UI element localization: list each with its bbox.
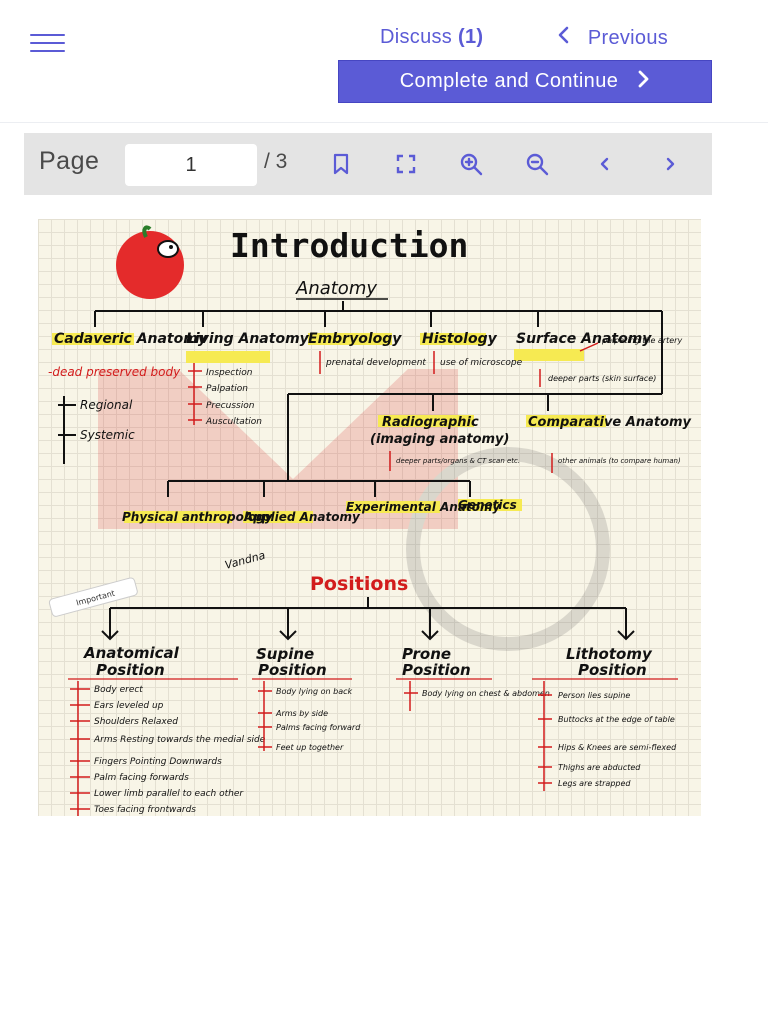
surface-note: deeper parts (skin surface): [548, 374, 656, 383]
prev-page-icon[interactable]: [592, 151, 618, 177]
position-lithotomy: Lithotomy: [566, 645, 653, 663]
zoom-out-icon[interactable]: [524, 151, 550, 177]
page-number-input[interactable]: [125, 144, 257, 186]
pdf-toolbar: Page / 3: [24, 133, 712, 195]
prone-item-1: Body lying on chest & abdomen: [422, 689, 550, 698]
positions-title: Positions: [310, 573, 408, 595]
sub-branch-experimental: Experimental Anatomy: [346, 500, 501, 514]
important-sticker: Important: [48, 577, 138, 617]
top-navigation-bar: Discuss (1) Previous Complete and Contin…: [0, 0, 768, 123]
discuss-label: Discuss: [380, 26, 453, 48]
chevron-right-icon: [636, 70, 650, 94]
sub-branch-physical: Physical anthropology: [122, 510, 274, 524]
zoom-in-icon[interactable]: [458, 151, 484, 177]
living-item-inspection: Inspection: [206, 368, 253, 378]
lithotomy-item-3: Hips & Knees are semi-flexed: [558, 743, 677, 752]
histology-note: use of microscope: [440, 358, 523, 368]
signature: Vandna: [223, 549, 266, 572]
branch-cadaveric: Cadaveric Anatomy: [54, 331, 208, 347]
position-lithotomy-sub: Position: [578, 661, 647, 679]
branch-radiographic-sub: (imaging anatomy): [370, 432, 509, 447]
cadaveric-note: -dead preserved body: [48, 365, 181, 379]
branch-radiographic: Radiographic: [382, 415, 479, 430]
root-anatomy: Anatomy: [295, 278, 377, 299]
position-anatomical: Anatomical: [83, 644, 180, 662]
supine-item-4: Feet up together: [276, 743, 344, 752]
sub-branch-applied: Applied Anatomy: [243, 510, 361, 524]
living-item-palpation: Palpation: [206, 384, 248, 394]
living-item-auscultation: Auscultation: [205, 417, 262, 427]
doc-title: Introduction: [230, 226, 468, 265]
supine-item-1: Body lying on back: [276, 687, 352, 696]
watermark-logo: [98, 369, 610, 651]
anatomical-item-6: Palm facing forwards: [94, 773, 189, 783]
anatomical-item-8: Toes facing frontwards: [94, 805, 196, 815]
highlights: [52, 333, 606, 523]
anatomical-item-5: Fingers Pointing Downwards: [94, 757, 222, 767]
anatomical-item-3: Shoulders Relaxed: [94, 717, 178, 727]
position-prone-sub: Position: [402, 661, 471, 679]
page-total: / 3: [264, 150, 288, 173]
bookmark-icon[interactable]: [328, 151, 354, 177]
position-anatomical-sub: Position: [96, 661, 165, 679]
position-supine-sub: Position: [258, 661, 327, 679]
branch-histology: Histology: [422, 331, 498, 347]
branch-surface: Surface Anatomy: [516, 331, 652, 347]
anatomical-item-4: Arms Resting towards the medial side: [93, 735, 266, 745]
discuss-link[interactable]: Discuss (1): [380, 26, 483, 49]
anatomical-item-1: Body erect: [94, 685, 143, 695]
supine-item-3: Palms facing forward: [276, 723, 361, 732]
lithotomy-item-4: Thighs are abducted: [558, 763, 641, 772]
previous-link[interactable]: Previous: [556, 26, 668, 50]
discuss-count: (1): [457, 26, 484, 48]
cadaveric-item-systemic: Systemic: [80, 428, 135, 442]
anatomical-item-2: Ears leveled up: [94, 701, 164, 711]
cadaveric-item-regional: Regional: [80, 398, 133, 412]
sub-branch-genetics: Genetics: [458, 498, 517, 512]
complete-and-continue-button[interactable]: Complete and Continue: [338, 60, 712, 103]
position-prone: Prone: [402, 645, 451, 663]
lithotomy-item-2: Buttocks at the edge of table: [558, 715, 675, 724]
page-label: Page: [39, 147, 100, 175]
branch-embryology: Embryology: [308, 331, 402, 347]
surface-arrow-note: palpating the artery: [601, 336, 682, 345]
apple-icon: [116, 225, 184, 299]
lithotomy-item-1: Person lies supine: [558, 691, 630, 700]
supine-item-2: Arms by side: [275, 709, 328, 718]
notes-drawing: Introduction Anatomy: [48, 225, 692, 816]
branch-living: Living Anatomy: [186, 331, 310, 347]
embryology-note: prenatal development: [325, 358, 426, 368]
fullscreen-icon[interactable]: [393, 151, 419, 177]
pdf-page: Introduction Anatomy: [38, 219, 701, 816]
complete-and-continue-label: Complete and Continue: [399, 70, 619, 92]
radiographic-note: deeper parts/organs & CT scan etc.: [396, 457, 520, 465]
chevron-left-icon: [556, 26, 582, 50]
lithotomy-item-5: Legs are strapped: [558, 779, 631, 788]
branch-comparative: Comparative Anatomy: [528, 415, 692, 430]
previous-label: Previous: [587, 27, 669, 49]
hamburger-menu-icon[interactable]: [30, 32, 66, 54]
anatomical-item-7: Lower limb parallel to each other: [94, 789, 244, 799]
living-item-precussion: Precussion: [206, 401, 255, 411]
next-page-icon[interactable]: [657, 151, 683, 177]
comparative-note: other animals (to compare human): [558, 457, 681, 465]
position-supine: Supine: [256, 645, 314, 663]
